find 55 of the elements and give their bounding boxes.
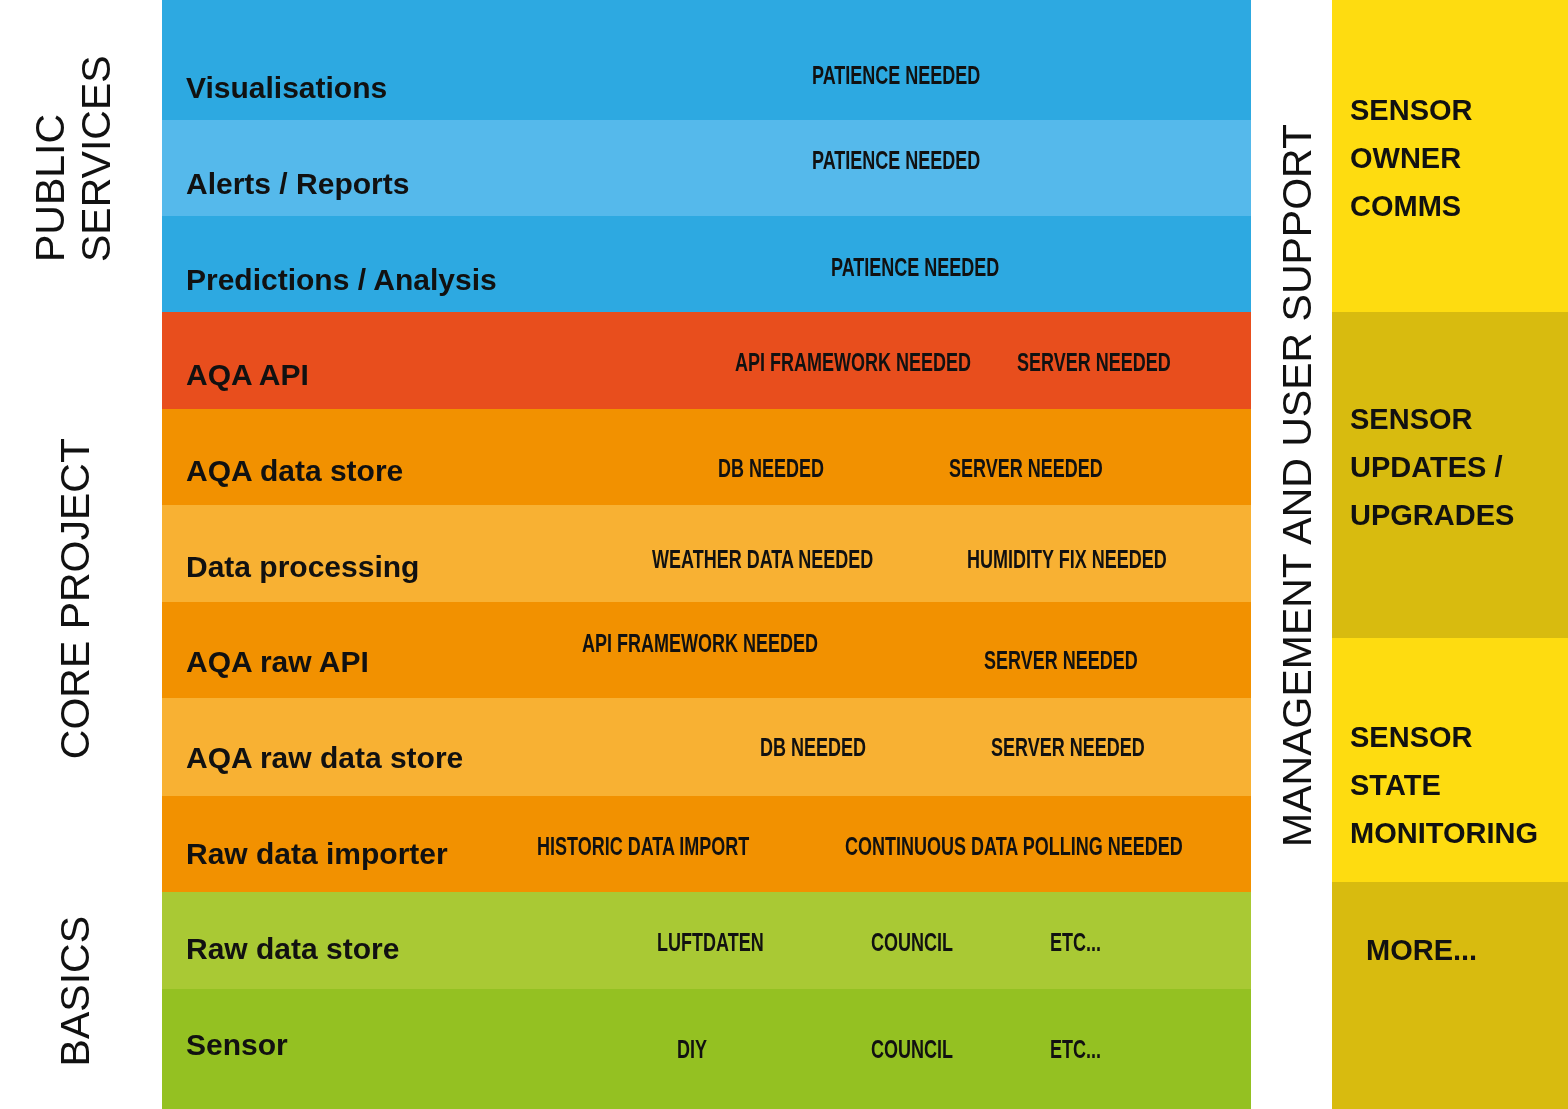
- layer-band: [162, 120, 1251, 216]
- requirement-note: PATIENCE NEEDED: [812, 60, 981, 90]
- requirement-note: HUMIDITY FIX NEEDED: [967, 544, 1167, 574]
- layer-title: AQA raw data store: [186, 741, 464, 775]
- layer-band: [162, 796, 1251, 892]
- requirement-note: COUNCIL: [871, 927, 953, 957]
- layer-title: AQA raw API: [186, 645, 369, 679]
- support-panel: [1332, 312, 1568, 638]
- panel-title: SENSOR OWNER COMMS: [1350, 93, 1474, 224]
- requirement-note: DIY: [677, 1034, 707, 1064]
- requirement-note: COUNCIL: [871, 1034, 953, 1064]
- support-panel: [1332, 0, 1568, 312]
- layer-band: [162, 312, 1251, 409]
- requirement-note: ETC...: [1050, 1034, 1101, 1064]
- requirement-note: SERVER NEEDED: [991, 732, 1145, 762]
- layer-title: Sensor: [186, 1028, 288, 1062]
- layer-band: [162, 892, 1251, 989]
- requirement-note: HISTORIC DATA IMPORT: [537, 831, 750, 861]
- requirement-note: PATIENCE NEEDED: [831, 252, 1000, 282]
- panel-title: SENSOR UPDATES / UPGRADES: [1350, 402, 1516, 533]
- requirement-note: API FRAMEWORK NEEDED: [735, 347, 971, 377]
- requirement-note: ETC...: [1050, 927, 1101, 957]
- layer-band: [162, 698, 1251, 796]
- layer-band: [162, 409, 1251, 505]
- support-panel: [1332, 638, 1568, 882]
- requirement-note: DB NEEDED: [760, 732, 866, 762]
- requirement-note: SERVER NEEDED: [949, 453, 1103, 483]
- layer-band: [162, 0, 1251, 120]
- requirement-note: API FRAMEWORK NEEDED: [582, 628, 818, 658]
- requirement-note: DB NEEDED: [718, 453, 824, 483]
- column-label: MANAGEMENT AND USER SUPPORT: [1274, 124, 1320, 847]
- requirement-note: SERVER NEEDED: [1017, 347, 1171, 377]
- layer-band: [162, 505, 1251, 602]
- layer-title: Raw data importer: [186, 837, 448, 871]
- panel-title: SENSOR STATE MONITORING: [1350, 720, 1539, 851]
- section-label: CORE PROJECT: [52, 438, 98, 760]
- layer-band: [162, 602, 1251, 698]
- requirement-note: CONTINUOUS DATA POLLING NEEDED: [845, 831, 1183, 861]
- layer-title: Visualisations: [186, 71, 388, 105]
- layer-band: [162, 989, 1251, 1109]
- requirement-note: LUFTDATEN: [657, 927, 764, 957]
- requirement-note: SERVER NEEDED: [984, 645, 1138, 675]
- layer-title: Data processing: [186, 550, 420, 584]
- layer-title: Raw data store: [186, 932, 400, 966]
- section-label: BASICS: [52, 916, 98, 1067]
- support-panel: [1332, 882, 1568, 1109]
- section-label: PUBLIC SERVICES: [27, 54, 119, 262]
- requirement-note: PATIENCE NEEDED: [812, 145, 981, 175]
- layer-title: Alerts / Reports: [186, 167, 410, 201]
- layer-band: [162, 216, 1251, 312]
- requirement-note: WEATHER DATA NEEDED: [652, 544, 874, 574]
- layer-title: AQA API: [186, 358, 309, 392]
- layer-title: AQA data store: [186, 454, 404, 488]
- layer-title: Predictions / Analysis: [186, 263, 497, 297]
- panel-title: MORE...: [1366, 933, 1478, 968]
